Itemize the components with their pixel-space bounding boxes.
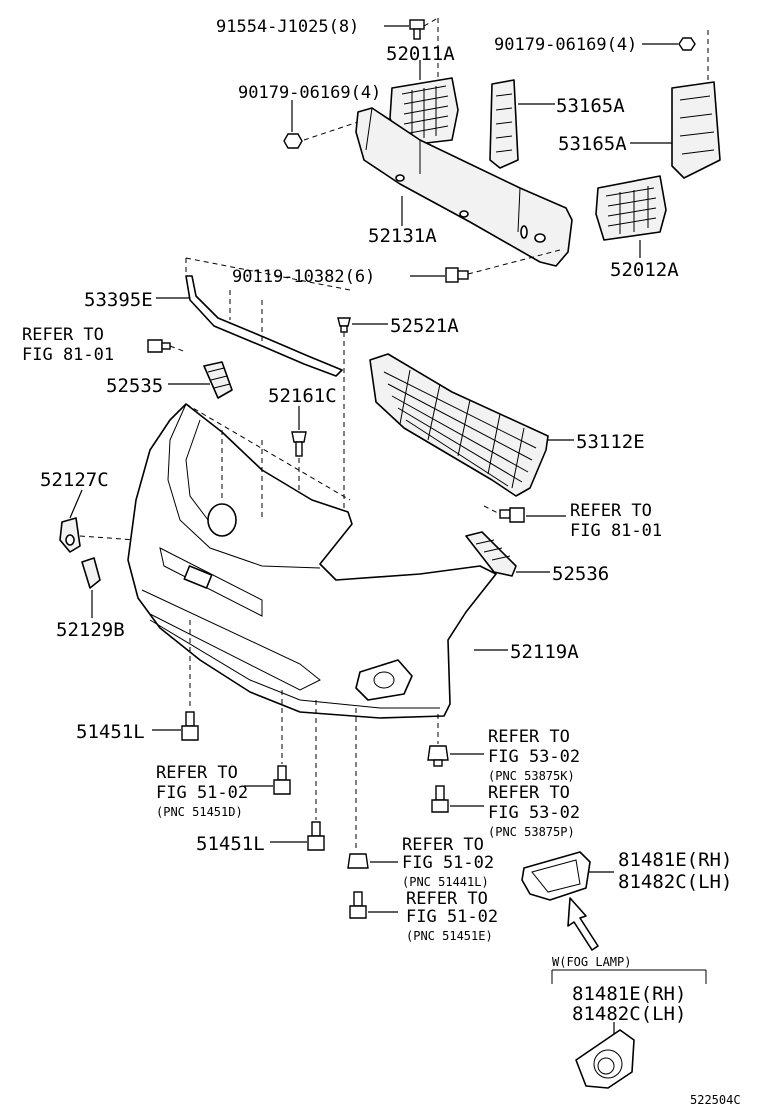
screw-refer-fig81-left-icon (147, 339, 171, 353)
screw-refer-fig81-right-icon (499, 507, 525, 523)
refer-a-line1: REFER TO (22, 325, 104, 345)
arrow-up-icon (567, 897, 599, 951)
refer-d-line3: (PNC 51451D) (156, 805, 243, 819)
refer-f-line3: (PNC 51441L) (402, 875, 489, 889)
label-51451l-2: 51451L (196, 833, 265, 855)
fog-cover-variant (575, 1029, 635, 1089)
label-52535: 52535 (106, 375, 163, 397)
label-53112e: 53112E (576, 431, 645, 453)
label-53165a-2: 53165A (558, 133, 627, 155)
refer-e-line3: (PNC 53875P) (488, 825, 575, 839)
label-51451l-1: 51451L (76, 721, 145, 743)
refer-e-line1: REFER TO (488, 783, 570, 803)
refer-e-line2: FIG 53-02 (488, 803, 580, 823)
absorber-53165a-left (489, 79, 519, 169)
strip-53395e (185, 275, 343, 377)
refer-g-line2: FIG 51-02 (406, 907, 498, 927)
bracket-52127c (59, 517, 81, 553)
refer-b-line1: REFER TO (570, 501, 652, 521)
bumper-cover-52119a (127, 403, 497, 719)
label-52127c: 52127C (40, 469, 109, 491)
clip-52521a-icon (337, 317, 351, 333)
fog-cover-81481e (521, 851, 591, 901)
grille-53112e (369, 353, 549, 497)
cover-52129b (81, 557, 101, 589)
label-53395e: 53395E (84, 289, 153, 311)
refer-f-line1: REFER TO (402, 835, 484, 855)
variant-header: W(FOG LAMP) (552, 955, 631, 969)
bracket-52012a (595, 175, 667, 241)
bolt-refer-53875p-icon (431, 785, 449, 813)
nut-90179-right-icon (678, 37, 696, 51)
refer-c-line3: (PNC 53875K) (488, 769, 575, 783)
label-variant-81481e-rh: 81481E(RH) (572, 983, 686, 1005)
bolt-refer-51451e-icon (349, 891, 367, 919)
bracket-52536 (465, 531, 517, 577)
nut-90179-left-icon (283, 133, 303, 149)
refer-c-line1: REFER TO (488, 727, 570, 747)
label-variant-81482c-lh: 81482C(LH) (572, 1003, 686, 1025)
reinforcement-52131a (355, 107, 573, 267)
absorber-53165a-right (671, 81, 721, 179)
bracket-52535 (203, 361, 233, 399)
bolt-refer-51451d-icon (273, 765, 291, 795)
clip-refer-53875k-icon (427, 745, 449, 767)
label-52161c: 52161C (268, 385, 337, 407)
bolt-51451l-lower-icon (307, 821, 325, 851)
refer-d-line1: REFER TO (156, 763, 238, 783)
refer-f-line2: FIG 51-02 (402, 853, 494, 873)
label-90179-right: 90179-06169(4) (494, 35, 637, 55)
label-90119: 90119-10382(6) (232, 267, 375, 287)
clip-refer-51441l-icon (347, 853, 369, 869)
clip-52161c-icon (291, 431, 307, 457)
label-52131a: 52131A (368, 225, 437, 247)
bolt-91554-icon (409, 19, 425, 40)
refer-d-line2: FIG 51-02 (156, 783, 248, 803)
label-52119a: 52119A (510, 641, 579, 663)
refer-a-line2: FIG 81-01 (22, 345, 114, 365)
label-91554: 91554-J1025(8) (216, 17, 359, 37)
refer-g-line3: (PNC 51451E) (406, 929, 493, 943)
refer-c-line2: FIG 53-02 (488, 747, 580, 767)
label-90179-left: 90179-06169(4) (238, 83, 381, 103)
refer-g-line1: REFER TO (406, 889, 488, 909)
label-81482c-lh: 81482C(LH) (618, 871, 732, 893)
bolt-51451l-upper-icon (181, 711, 199, 741)
label-53165a-1: 53165A (556, 95, 625, 117)
label-81481e-rh: 81481E(RH) (618, 849, 732, 871)
figure-number: 522504C (690, 1093, 741, 1107)
label-52011a: 52011A (386, 43, 455, 65)
label-52536: 52536 (552, 563, 609, 585)
bolt-90119-icon (445, 267, 469, 283)
bracket-52011a (389, 77, 459, 147)
refer-b-line2: FIG 81-01 (570, 521, 662, 541)
label-52129b: 52129B (56, 619, 125, 641)
label-52012a: 52012A (610, 259, 679, 281)
label-52521a: 52521A (390, 315, 459, 337)
